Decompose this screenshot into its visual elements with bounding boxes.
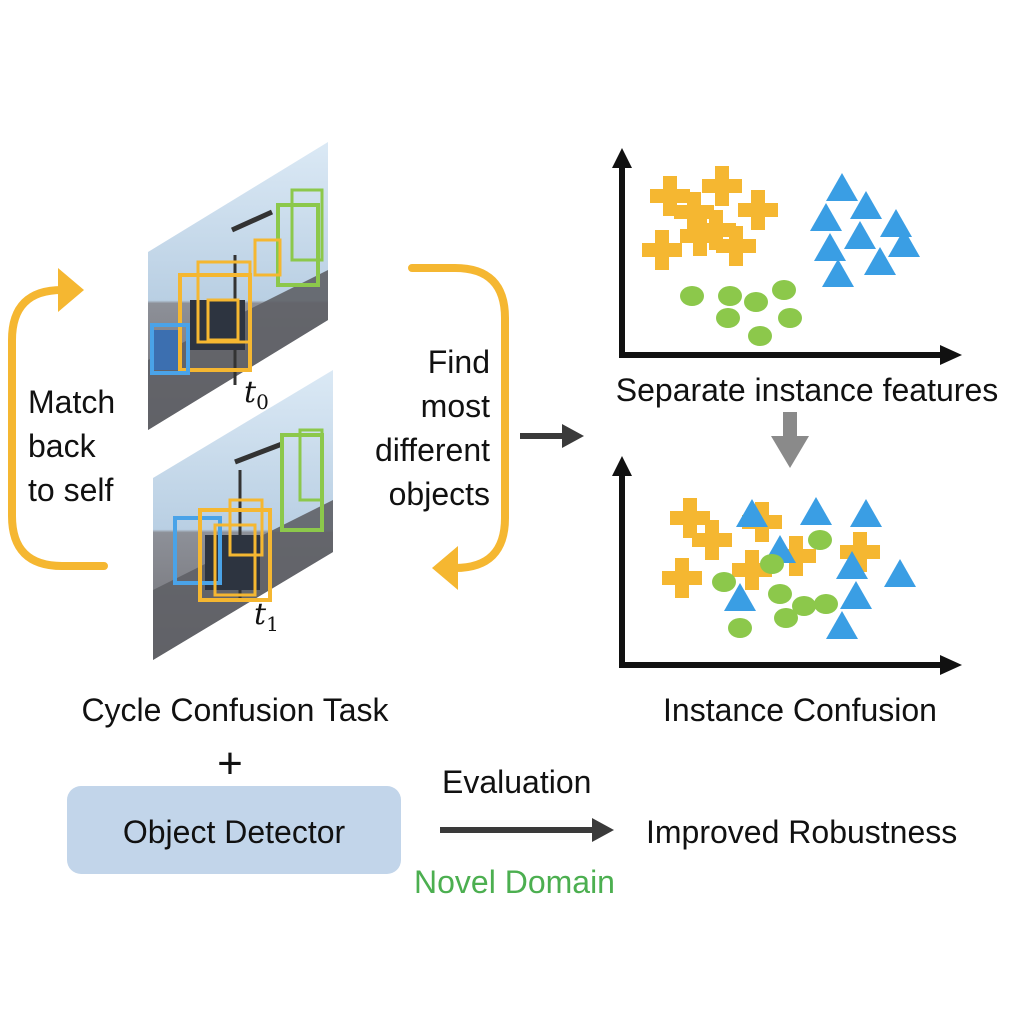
match-back-arrow	[8, 268, 108, 570]
evaluation-arrow	[440, 818, 614, 842]
triangle-marker-icon	[844, 221, 876, 249]
circle-marker-icon	[760, 554, 784, 574]
triangle-marker-icon	[822, 259, 854, 287]
plus-marker-icon	[738, 190, 778, 230]
circle-marker-icon	[778, 308, 802, 328]
circle-marker-icon	[808, 530, 832, 550]
circle-marker-icon	[712, 572, 736, 592]
improved-robustness-label: Improved Robustness	[646, 814, 958, 850]
triangle-marker-icon	[850, 191, 882, 219]
frame-t1-image	[153, 370, 333, 660]
evaluation-label: Evaluation	[442, 764, 592, 800]
plus-marker-icon	[642, 230, 682, 270]
plus-marker-icon	[702, 166, 742, 206]
match-back-label: Match back to self	[28, 384, 116, 508]
triangle-marker-icon	[800, 497, 832, 525]
circle-marker-icon	[772, 280, 796, 300]
triangle-marker-icon	[840, 581, 872, 609]
plus-marker-icon	[692, 520, 732, 560]
find-different-label: Find most different objects	[374, 344, 490, 512]
circle-marker-icon	[792, 596, 816, 616]
plus-marker-icon	[650, 176, 690, 216]
to-features-arrow	[520, 424, 584, 448]
down-arrow	[771, 412, 809, 468]
triangle-marker-icon	[826, 611, 858, 639]
plus-marker-icon	[776, 536, 816, 576]
plus-marker-icon	[662, 558, 702, 598]
separate-features-caption: Separate instance features	[615, 372, 999, 408]
triangle-marker-icon	[810, 203, 842, 231]
circle-marker-icon	[768, 584, 792, 604]
circle-marker-icon	[680, 286, 704, 306]
cycle-task-caption: Cycle Confusion Task	[81, 692, 389, 728]
novel-domain-label: Novel Domain	[414, 864, 615, 900]
plus-marker-icon	[680, 216, 720, 256]
frame-label-t1: t1	[254, 597, 279, 636]
object-detector-label: Object Detector	[122, 814, 346, 850]
plus-marker-icon	[732, 550, 772, 590]
object-detector-box: Object Detector	[67, 786, 401, 874]
plus-marker-icon	[840, 532, 880, 572]
plus-marker-icon	[716, 226, 756, 266]
confused-features-plot	[612, 456, 962, 675]
circle-marker-icon	[728, 618, 752, 638]
triangle-marker-icon	[880, 209, 912, 237]
triangle-marker-icon	[826, 173, 858, 201]
circle-marker-icon	[716, 308, 740, 328]
triangle-marker-icon	[814, 233, 846, 261]
find-different-arrow	[408, 264, 509, 590]
plus-sign: +	[217, 739, 243, 788]
separated-features-plot	[612, 148, 962, 365]
frame-label-t0: t0	[244, 375, 269, 414]
triangle-marker-icon	[884, 559, 916, 587]
plus-marker-icon	[670, 498, 710, 538]
triangle-marker-icon	[736, 499, 768, 527]
circle-marker-icon	[748, 326, 772, 346]
triangle-marker-icon	[836, 551, 868, 579]
plus-marker-icon	[674, 192, 714, 232]
triangle-marker-icon	[850, 499, 882, 527]
frame-t0-image	[148, 142, 328, 430]
circle-marker-icon	[814, 594, 838, 614]
instance-confusion-caption: Instance Confusion	[663, 692, 937, 728]
triangle-marker-icon	[888, 229, 920, 257]
triangle-marker-icon	[724, 583, 756, 611]
circle-marker-icon	[774, 608, 798, 628]
circle-marker-icon	[718, 286, 742, 306]
triangle-marker-icon	[864, 247, 896, 275]
circle-marker-icon	[744, 292, 768, 312]
